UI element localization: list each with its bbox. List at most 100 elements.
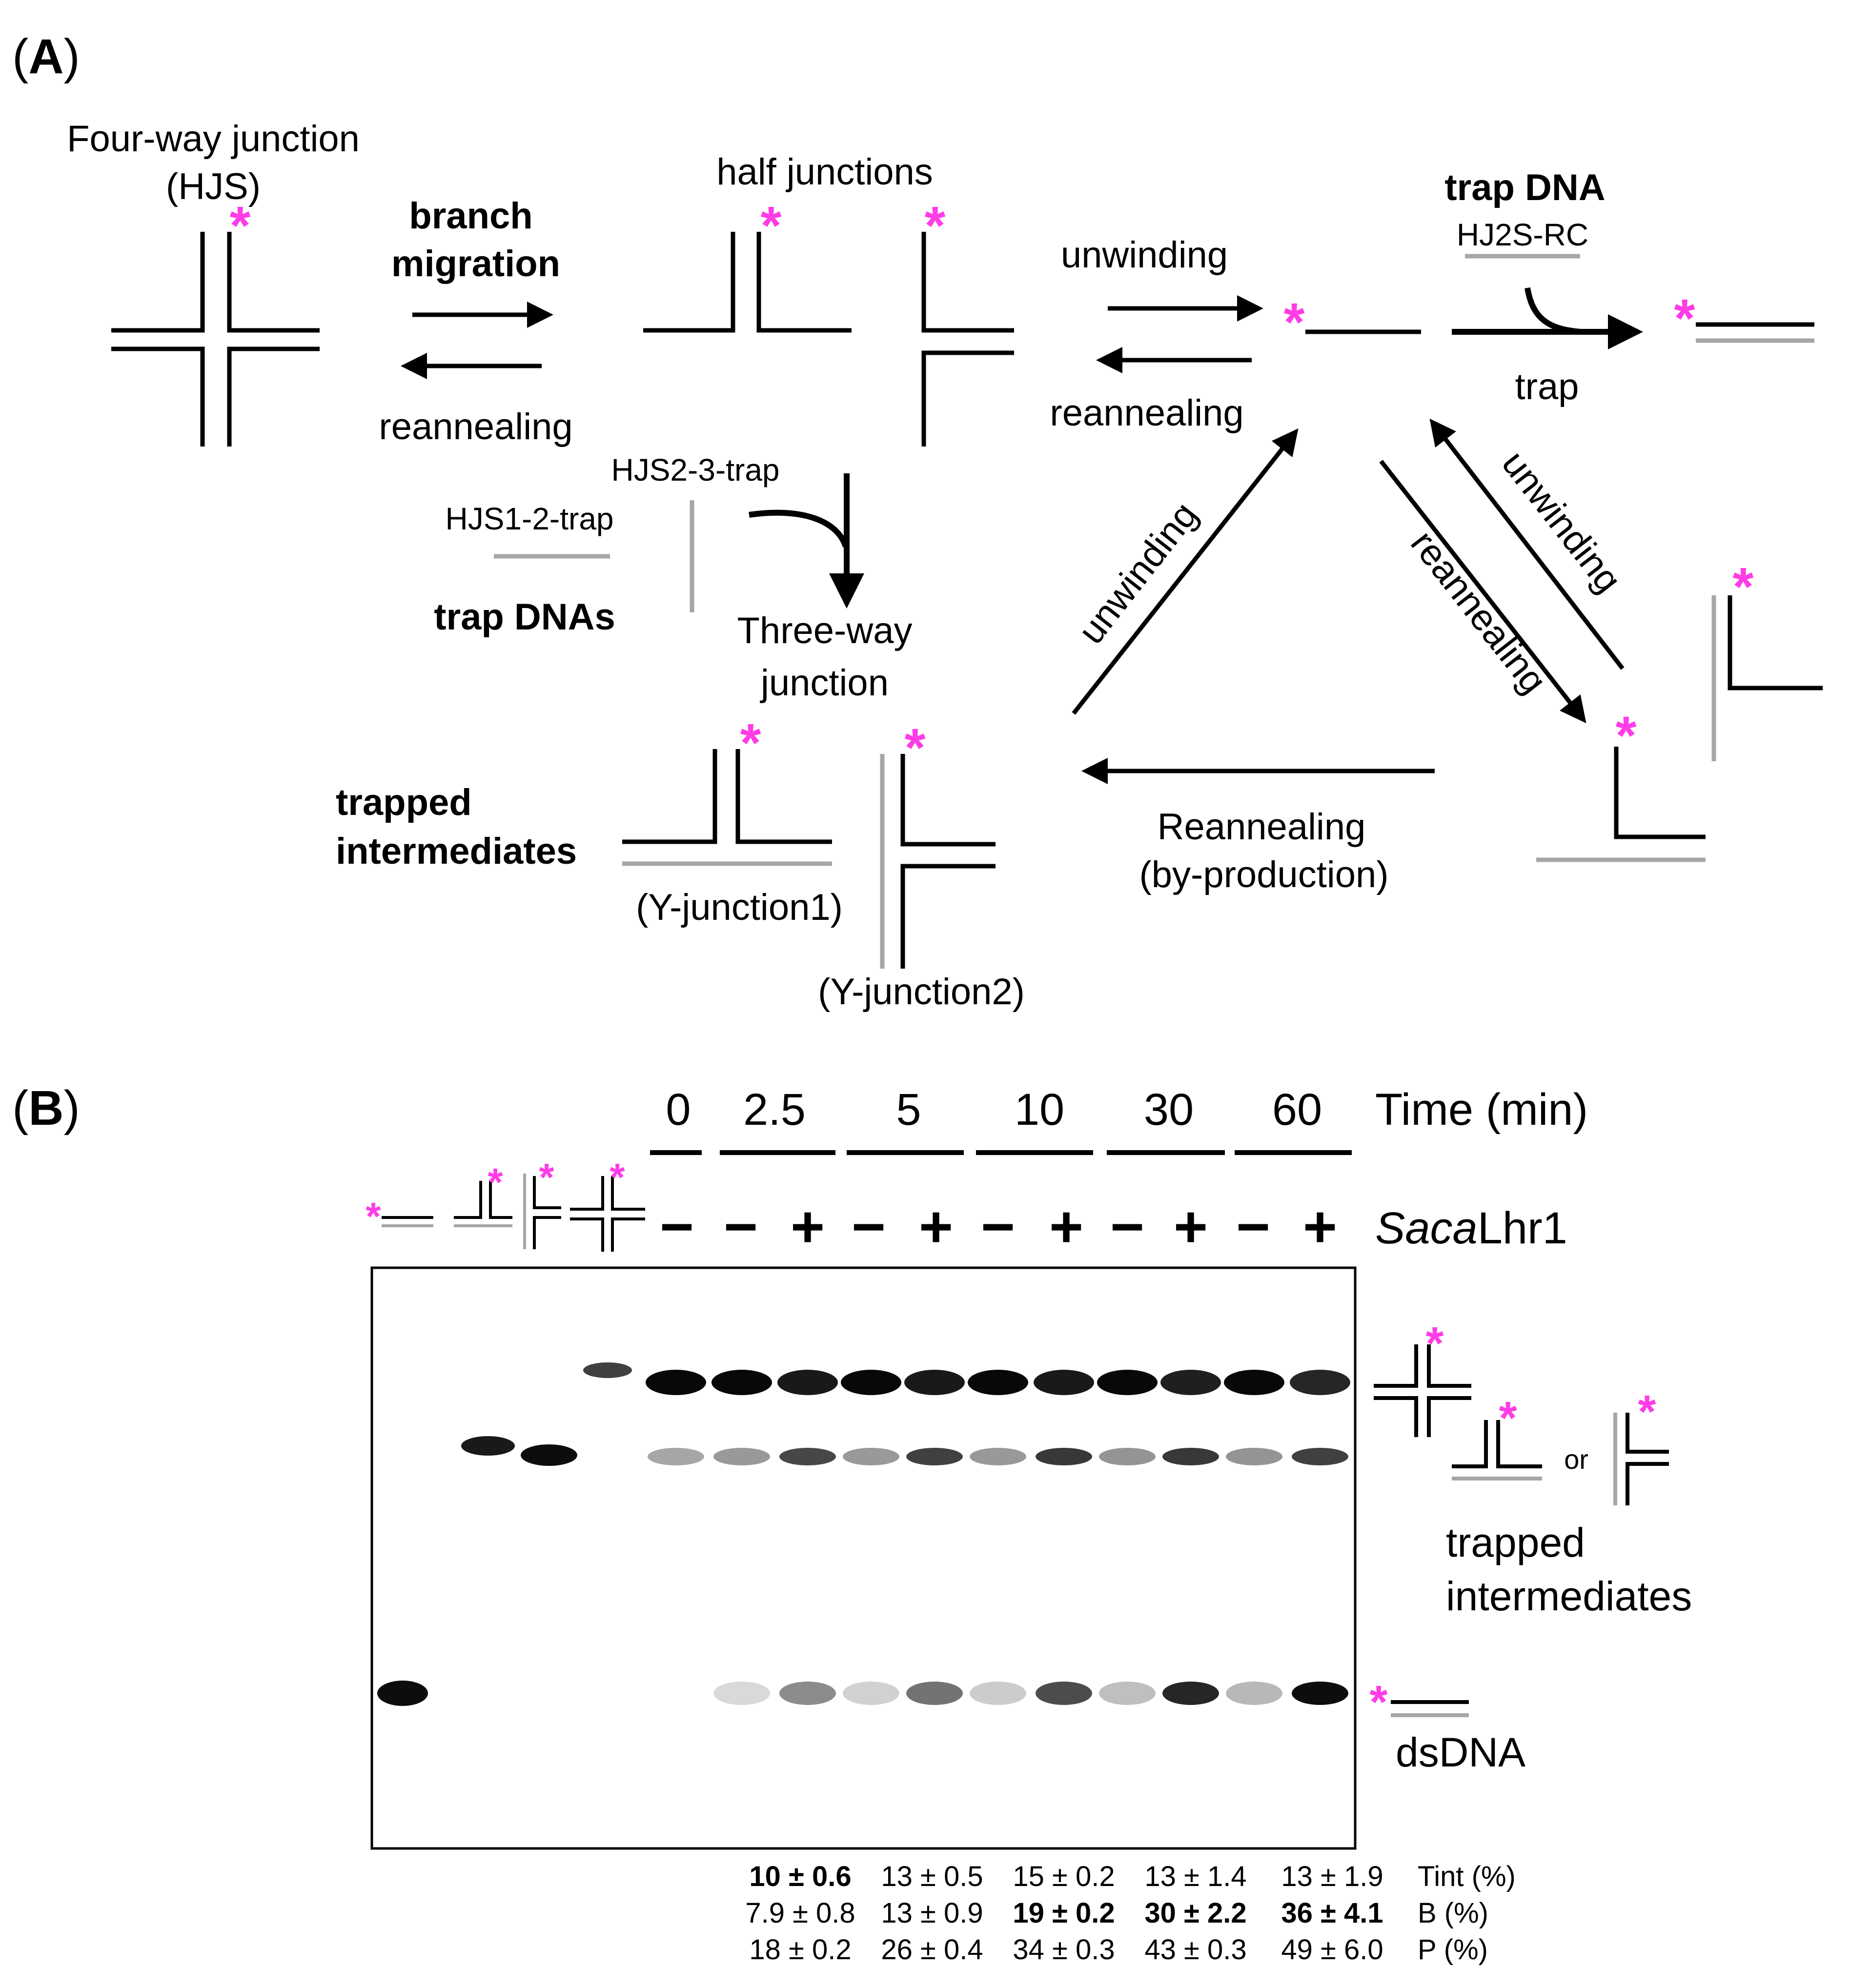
gel-band — [461, 1436, 515, 1456]
enzyme-sign: − — [852, 1194, 886, 1259]
panel-a-paren-open: ( — [12, 29, 28, 84]
arrow-trap-down-hook — [749, 509, 849, 548]
reannealing-bp-label-1: Reannealing — [1158, 806, 1366, 848]
time-axis-label: Time (min) — [1375, 1085, 1588, 1135]
marker-ssdna: * — [1284, 292, 1305, 352]
trap-dnas-label: trap DNAs — [434, 596, 615, 638]
marker-legend-dsdna: * — [1370, 1676, 1388, 1728]
marker-legend-y-junction2: * — [1638, 1386, 1656, 1438]
gel-band — [1097, 1370, 1158, 1395]
four-way-hjs: (HJS) — [166, 166, 261, 207]
enzyme-sign: − — [1236, 1194, 1270, 1259]
four-way-junction — [111, 232, 320, 446]
gel-band — [970, 1682, 1026, 1705]
migration-label: migration — [391, 243, 560, 284]
arrow-reannealing-diag — [1379, 460, 1586, 724]
gel-band — [377, 1681, 428, 1706]
panel-a-letter: A — [28, 29, 63, 84]
arrow-trap-hook — [1525, 287, 1582, 335]
gel-band — [1099, 1448, 1156, 1465]
gel-band — [1224, 1370, 1284, 1395]
gel-band — [1034, 1370, 1094, 1395]
enzyme-sign: + — [1174, 1194, 1208, 1259]
enzyme-sign: + — [791, 1194, 825, 1259]
dsdna-label: dsDNA — [1396, 1729, 1525, 1775]
enzyme-sign: + — [1049, 1194, 1083, 1259]
legend-four-way: * — [1374, 1318, 1471, 1437]
arrow-unwinding-left — [1072, 428, 1299, 715]
gel-band — [1036, 1448, 1092, 1465]
marker-lane-1: * — [366, 1195, 381, 1238]
half-junction-1 — [643, 232, 852, 333]
legend-dsdna: * — [1370, 1676, 1469, 1728]
hjs23-label: HJS2-3-trap — [611, 452, 780, 487]
trap-dna-name: HJ2S-RC — [1457, 217, 1588, 252]
trap-label: trap — [1515, 366, 1579, 407]
quant-cell: 7.9 ± 0.8 — [745, 1897, 855, 1929]
gel-band — [779, 1448, 836, 1465]
time-point-10: 10 — [1015, 1085, 1064, 1135]
quant-cell: 15 ± 0.2 — [1013, 1861, 1115, 1892]
time-point-2-5: 2.5 — [743, 1085, 806, 1135]
enzyme-sign: − — [660, 1194, 694, 1259]
reannealing-bp-label-2: (by-production) — [1139, 854, 1388, 895]
y-junction2-label: (Y-junction2) — [818, 971, 1025, 1013]
unwinding-label-diag-right: unwinding — [1494, 443, 1629, 600]
gel-band — [906, 1682, 963, 1705]
quant-cell: 36 ± 4.1 — [1281, 1897, 1383, 1929]
gel-band — [970, 1448, 1026, 1465]
half-junction-2 — [921, 232, 1014, 446]
enzyme-sign: − — [724, 1194, 758, 1259]
panel-b-letter: B — [28, 1081, 63, 1136]
gel-band — [1162, 1682, 1219, 1705]
gel-band — [648, 1448, 704, 1465]
time-point-30: 30 — [1144, 1085, 1194, 1135]
quant-cell: 19 ± 0.2 — [1013, 1897, 1115, 1929]
marker-lane-3: * — [539, 1156, 554, 1199]
panel-b-paren-open: ( — [12, 1081, 28, 1136]
gel-band — [1162, 1448, 1219, 1465]
gel-band — [843, 1682, 899, 1705]
partial-duplex-lower — [1536, 747, 1706, 862]
enzyme-sign: − — [1110, 1194, 1144, 1259]
y-junction1 — [622, 749, 832, 866]
trapped-legend-1: trapped — [1446, 1520, 1585, 1565]
quant-cell: 13 ± 1.9 — [1281, 1861, 1383, 1892]
arrow-unwinding-right — [1429, 418, 1625, 670]
gel-band — [904, 1370, 965, 1395]
gel-band — [1292, 1682, 1348, 1705]
gel-band — [713, 1682, 770, 1705]
marker-legend-y-junction1: * — [1499, 1392, 1517, 1444]
quant-cell: 49 ± 6.0 — [1281, 1934, 1383, 1966]
half-junctions-label: half junctions — [716, 151, 933, 193]
marker-four-way: * — [230, 196, 251, 256]
quant-cell: 30 ± 2.2 — [1144, 1897, 1246, 1929]
three-way-label-2: junction — [760, 662, 889, 704]
gel-band — [583, 1362, 632, 1378]
gel-band — [906, 1448, 963, 1465]
unwinding-label-1: unwinding — [1061, 234, 1228, 276]
four-way-title: Four-way junction — [67, 118, 360, 160]
enzyme-label-italic: Saca — [1375, 1203, 1478, 1253]
gel-band — [712, 1370, 772, 1395]
trapped-legend-2: intermediates — [1446, 1573, 1692, 1619]
lane-icon-four-way: * — [570, 1156, 645, 1252]
marker-trapped-duplex: * — [1674, 288, 1695, 348]
time-point-60: 60 — [1272, 1085, 1322, 1135]
panel-b-paren-close: ) — [64, 1081, 80, 1136]
lane-icon-dsdna: * — [366, 1195, 433, 1238]
gel-band — [968, 1370, 1028, 1395]
partial-duplex-upper — [1711, 595, 1823, 761]
quant-cell: 13 ± 0.5 — [881, 1861, 983, 1892]
panel-b: (B) 0 2.5 5 10 30 60 Time (min) − − + − … — [12, 1081, 1692, 1966]
gel-band — [779, 1682, 836, 1705]
marker-y-junction1: * — [740, 713, 761, 773]
marker-y-junction2: * — [905, 718, 926, 778]
svg-text:(B): (B) — [12, 1081, 80, 1136]
gel-band — [713, 1448, 770, 1465]
or-label: or — [1564, 1444, 1588, 1475]
legend-y-junction2: * — [1613, 1386, 1669, 1505]
gel-band — [1160, 1370, 1221, 1395]
quant-cell: 13 ± 1.4 — [1144, 1861, 1246, 1892]
trapped-label-1: trapped — [336, 782, 472, 823]
